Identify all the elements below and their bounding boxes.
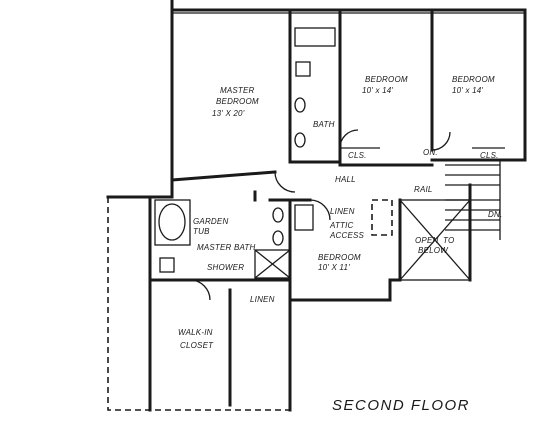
open-below-label-2: TO [443, 236, 454, 245]
plan-title: SECOND FLOOR [332, 397, 470, 414]
garden-tub-label-2: TUB [193, 227, 210, 236]
closet-right-label: CLS. [480, 151, 499, 160]
open-below-label-1: OPEN [415, 236, 438, 245]
bedroom-3-label: BEDROOM [318, 253, 361, 262]
attic-label-2: ACCESS [329, 231, 365, 240]
bedroom-1-dims: 10' x 14' [362, 86, 393, 95]
walkin-label-2: CLOSET [180, 341, 214, 350]
hall-label: HALL [335, 175, 356, 184]
master-bedroom-label: MASTER [220, 86, 255, 95]
rail-label-2: RAIL [414, 185, 433, 194]
open-below-label-3: BELOW [418, 246, 449, 255]
linen-1-label: LINEN [330, 207, 355, 216]
room-labels: MASTER BEDROOM 13' X 20' BATH BEDROOM 10… [178, 75, 502, 350]
bath-label: BATH [313, 120, 335, 129]
master-bath-label: MASTER BATH [197, 243, 256, 252]
garden-tub-label-1: GARDEN [193, 217, 228, 226]
bedroom-1-label: BEDROOM [365, 75, 408, 84]
bedroom-2-label: BEDROOM [452, 75, 495, 84]
master-bedroom-label-2: BEDROOM [216, 97, 259, 106]
rail-label-1: ON. [423, 148, 438, 157]
dn-label: DN. [488, 210, 502, 219]
bedroom-2-dims: 10' x 14' [452, 86, 483, 95]
closet-left-label: CLS. [348, 151, 367, 160]
shower-label: SHOWER [207, 263, 244, 272]
attic-label-1: ATTIC [329, 221, 354, 230]
walls [106, 0, 527, 412]
linen-2-label: LINEN [250, 295, 275, 304]
walkin-label-1: WALK-IN [178, 328, 213, 337]
bedroom-3-dims: 10' X 11' [318, 263, 350, 272]
master-bedroom-dims: 13' X 20' [212, 109, 245, 118]
